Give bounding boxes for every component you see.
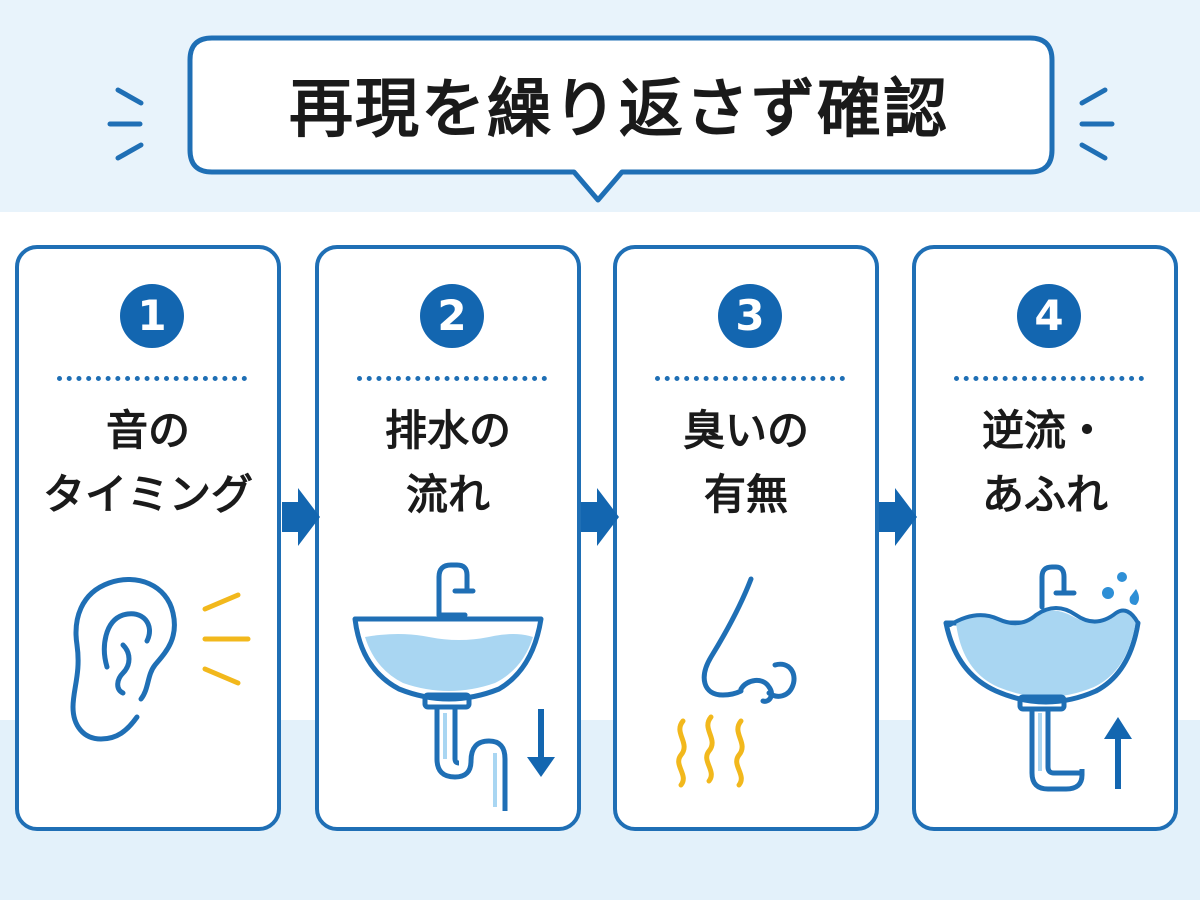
step-card-1: 1 音の タイミング	[15, 245, 281, 831]
step-number-badge: 4	[1017, 284, 1081, 348]
step-label-line1: 逆流・	[981, 406, 1108, 455]
page-title: 再現を繰り返さず確認	[289, 73, 949, 147]
step-label-line2: タイミング	[42, 470, 253, 519]
dotted-divider	[357, 376, 547, 381]
sink-overflow-icon	[943, 564, 1141, 792]
step-label: 逆流・ あふれ	[916, 399, 1174, 527]
step-label: 音の タイミング	[19, 399, 277, 527]
step-label-line1: 臭いの	[682, 406, 809, 455]
flow-arrow-icon	[282, 488, 320, 546]
dotted-divider	[57, 376, 247, 381]
step-number-badge: 1	[120, 284, 184, 348]
step-number-badge: 3	[718, 284, 782, 348]
step-number-badge: 2	[420, 284, 484, 348]
step-label: 臭いの 有無	[617, 399, 875, 527]
sink-drain-icon	[352, 562, 555, 811]
flow-arrow-icon	[879, 488, 917, 546]
step-label-line2: あふれ	[981, 470, 1108, 519]
step-label-line1: 音の	[105, 406, 190, 455]
ear-icon	[70, 577, 251, 742]
emphasis-lines-left-icon	[107, 87, 144, 161]
step-label-line1: 排水の	[384, 406, 511, 455]
step-card-2: 2 排水の 流れ	[315, 245, 581, 831]
arrow-down-icon	[527, 709, 555, 777]
dotted-divider	[954, 376, 1144, 381]
step-label: 排水の 流れ	[319, 399, 577, 527]
step-card-3: 3 臭いの 有無	[613, 245, 879, 831]
title-speech-bubble	[107, 35, 1115, 203]
dotted-divider	[655, 376, 845, 381]
emphasis-lines-right-icon	[1079, 87, 1115, 161]
nose-odor-icon	[676, 576, 797, 788]
step-label-line2: 流れ	[405, 470, 490, 519]
flow-arrow-icon	[581, 488, 619, 546]
step-card-4: 4 逆流・ あふれ	[912, 245, 1178, 831]
step-label-line2: 有無	[703, 470, 788, 519]
arrow-up-icon	[1104, 717, 1132, 789]
water-splash-icon	[1102, 572, 1139, 605]
